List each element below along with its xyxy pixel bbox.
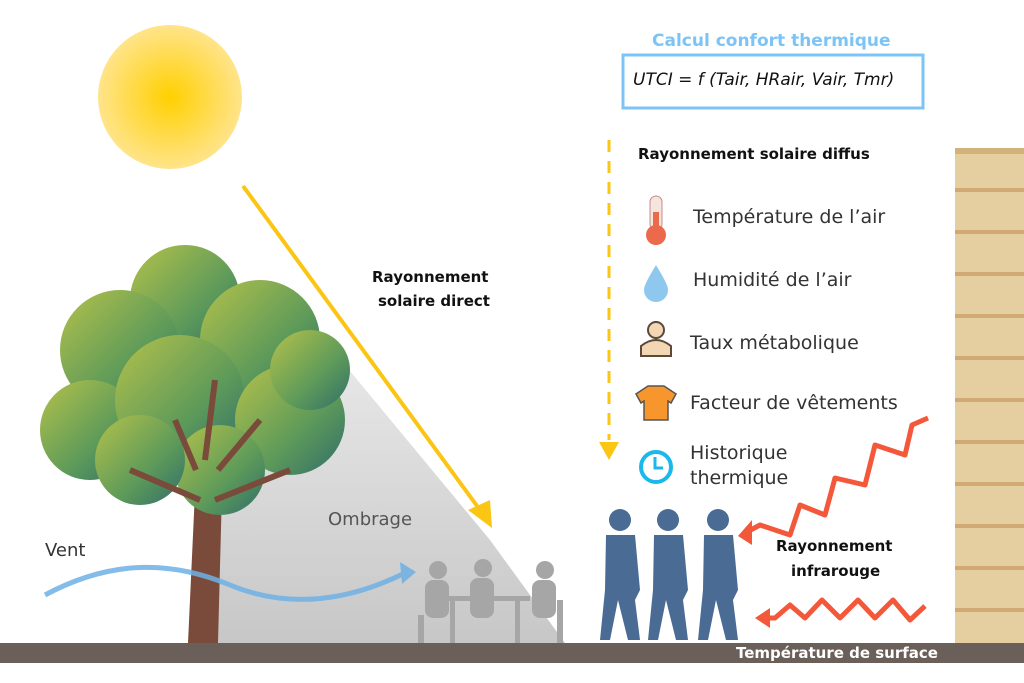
direct-sun-arrow [241, 184, 492, 528]
clock-icon [639, 450, 673, 484]
diffuse-sun-arrow [599, 140, 619, 460]
infrared-label-1: Rayonnement [776, 537, 893, 555]
building [955, 148, 1024, 643]
diffuse-radiation-label: Rayonnement solaire diffus [638, 145, 870, 163]
metabolic-person-icon [640, 321, 672, 357]
t-shirt-icon [635, 385, 677, 421]
thermometer-icon [646, 195, 666, 245]
sun [98, 25, 242, 169]
infrared-label-2: infrarouge [791, 562, 881, 580]
factor-label: Facteur de vêtements [690, 392, 898, 414]
factor-label: Historique [690, 442, 788, 464]
direct-radiation-label-2: solaire direct [378, 292, 490, 310]
formula-box [621, 53, 925, 110]
factor-label: Taux métabolique [690, 332, 859, 354]
tree [40, 245, 350, 643]
factor-label: Température de l’air [693, 206, 886, 228]
factor-icons [635, 195, 677, 484]
direct-radiation-label-1: Rayonnement [372, 268, 489, 286]
factor-label: thermique [690, 467, 789, 489]
infrared-arrows [738, 415, 930, 628]
utci-formula: UTCI = f (Tair, HRair, Vair, Tmr) [633, 70, 895, 90]
seated-people [418, 559, 563, 643]
ground-bar [0, 643, 1024, 663]
shade-label: Ombrage [328, 509, 413, 530]
title: Calcul confort thermique [652, 31, 891, 51]
wind-label: Vent [45, 540, 86, 561]
walking-people [600, 509, 738, 640]
wind-arrow [43, 562, 416, 602]
surface-temperature-label: Température de surface [736, 644, 938, 662]
water-drop-icon [644, 265, 668, 302]
factor-label: Humidité de l’air [693, 269, 852, 291]
